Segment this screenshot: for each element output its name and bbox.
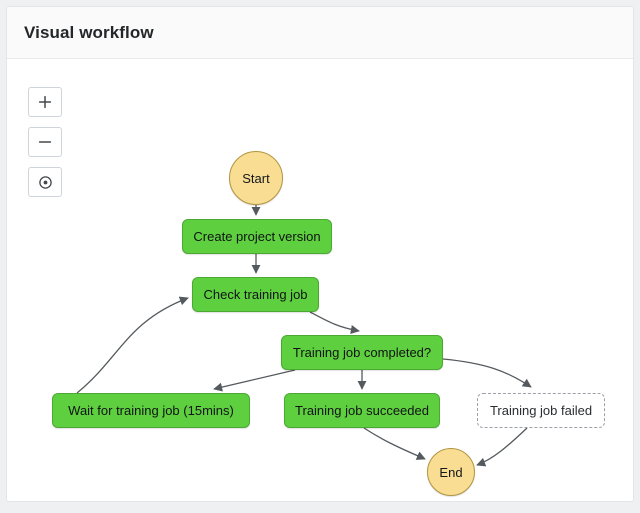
node-end-label: End — [439, 464, 463, 480]
edge-check-completed — [309, 311, 360, 335]
node-check-training-job[interactable]: Check training job — [192, 277, 319, 312]
node-training-job-failed[interactable]: Training job failed — [477, 393, 605, 428]
workflow-graph: Start Create project version Check train… — [7, 59, 633, 501]
node-start-label: Start — [242, 170, 270, 186]
node-check-training-job-label: Check training job — [203, 287, 308, 302]
visual-workflow-card: Visual workflow — [6, 6, 634, 502]
edge-failed-end — [476, 427, 528, 467]
zoom-out-button[interactable] — [28, 127, 62, 157]
node-training-job-succeeded-label: Training job succeeded — [295, 403, 429, 418]
target-icon — [38, 175, 53, 190]
plus-icon — [38, 95, 52, 109]
reset-view-button[interactable] — [28, 167, 62, 197]
zoom-controls — [28, 87, 62, 207]
node-end[interactable]: End — [427, 448, 475, 496]
node-create-project-version-label: Create project version — [193, 229, 321, 244]
node-wait-for-training-job-label: Wait for training job (15mins) — [68, 403, 234, 418]
node-training-job-completed[interactable]: Training job completed? — [281, 335, 443, 370]
edge-completed-failed — [442, 358, 532, 388]
zoom-in-button[interactable] — [28, 87, 62, 117]
edge-wait-check — [76, 296, 189, 394]
minus-icon — [38, 135, 52, 149]
edge-layer — [76, 205, 532, 467]
node-wait-for-training-job[interactable]: Wait for training job (15mins) — [52, 393, 250, 428]
node-training-job-failed-label: Training job failed — [489, 403, 593, 418]
node-training-job-completed-label: Training job completed? — [292, 345, 432, 360]
node-create-project-version[interactable]: Create project version — [182, 219, 332, 254]
node-training-job-succeeded[interactable]: Training job succeeded — [284, 393, 440, 428]
edge-succeeded-end — [363, 427, 426, 460]
card-header: Visual workflow — [7, 7, 633, 59]
workflow-canvas[interactable]: Start Create project version Check train… — [7, 59, 633, 501]
edge-completed-wait — [213, 369, 296, 392]
page-title: Visual workflow — [24, 22, 154, 42]
node-start[interactable]: Start — [229, 151, 283, 205]
